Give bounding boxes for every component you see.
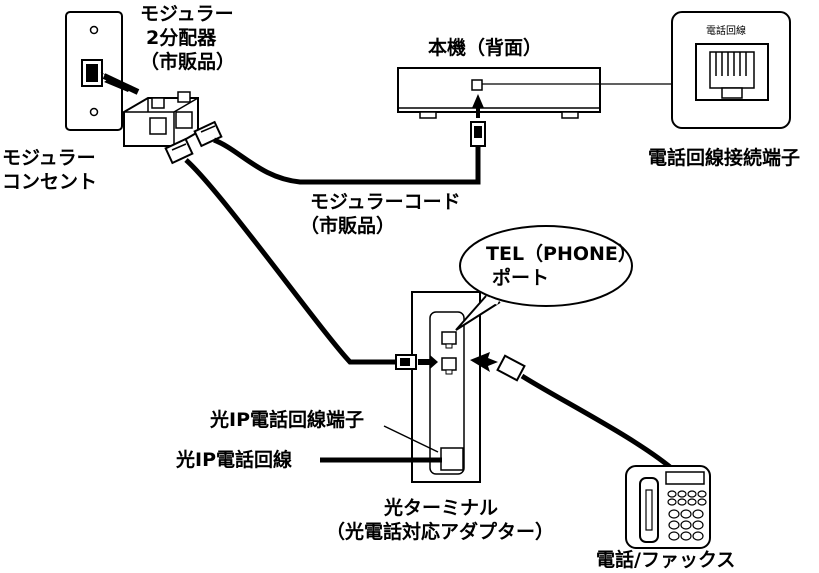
phone-line-jack-detail bbox=[671, 11, 791, 129]
modular-splitter bbox=[123, 91, 199, 147]
tel-port-bubble bbox=[455, 225, 633, 331]
modular-outlet bbox=[65, 11, 123, 131]
label-tel-port-2: ポート bbox=[492, 267, 550, 289]
main-unit-back bbox=[397, 67, 674, 119]
label-modular-cord-1: モジュラーコード bbox=[310, 191, 461, 213]
label-modular-outlet-1: モジュラー bbox=[2, 147, 96, 169]
modular-cord-to-main-unit bbox=[213, 137, 481, 185]
modular-cord-to-terminal bbox=[184, 158, 396, 365]
label-modular-cord-2: （市販品） bbox=[300, 215, 396, 237]
label-jack-box-title: 電話回線 bbox=[706, 26, 746, 37]
phone-fax-device bbox=[625, 465, 711, 549]
terminal-plug-right bbox=[470, 352, 526, 382]
label-optical-terminal-2: （光電話対応アダプター） bbox=[326, 521, 555, 543]
label-tel-port-1: TEL（PHONE） bbox=[486, 243, 637, 265]
label-ip-line-jack: 光IP電話回線端子 bbox=[210, 409, 364, 431]
main-unit-plug bbox=[470, 94, 486, 147]
label-modular-splitter-3: （市販品） bbox=[140, 51, 236, 73]
label-modular-outlet-2: コンセント bbox=[2, 171, 98, 193]
cord-phone-to-terminal bbox=[520, 373, 678, 474]
label-ip-line: 光IP電話回線 bbox=[176, 449, 292, 471]
label-modular-splitter-2: 2分配器 bbox=[146, 27, 217, 49]
label-phone-line-jack: 電話回線接続端子 bbox=[648, 147, 801, 169]
cord-plug-2 bbox=[164, 137, 194, 165]
optical-terminal bbox=[411, 291, 481, 483]
terminal-plug-left bbox=[395, 354, 438, 370]
label-modular-splitter-1: モジュラー bbox=[140, 3, 234, 25]
cord-plug-1 bbox=[193, 120, 223, 148]
label-optical-terminal-1: 光ターミナル bbox=[384, 497, 499, 519]
plug-in-arrow bbox=[100, 72, 140, 95]
label-main-unit-back: 本機（背面） bbox=[428, 37, 543, 59]
label-phone-fax: 電話/ファックス bbox=[596, 549, 736, 571]
ip-jack-leader bbox=[383, 425, 439, 453]
